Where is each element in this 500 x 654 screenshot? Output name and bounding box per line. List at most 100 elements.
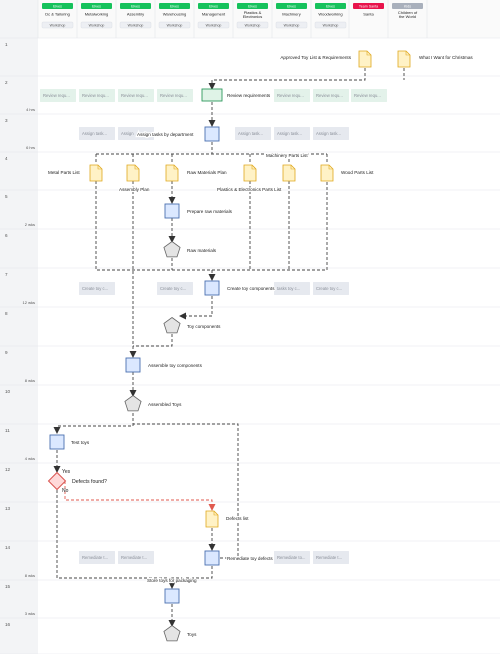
lane-tag-text: Elves bbox=[92, 5, 101, 9]
shared-activity[interactable]: Create toy c... bbox=[313, 282, 349, 295]
document-label: Metal Parts List bbox=[48, 170, 80, 175]
shared-activity[interactable]: Review requ... bbox=[274, 89, 310, 102]
lane-role: Workshop bbox=[50, 23, 66, 27]
task-remediate-toy-defects[interactable]: Remediate toy defects bbox=[204, 550, 275, 566]
shared-activity[interactable]: Review requ... bbox=[351, 89, 387, 102]
shared-activity-label: Remediate t... bbox=[121, 555, 147, 560]
output-shape bbox=[163, 625, 181, 642]
task-label: Remediate toy defects bbox=[227, 556, 273, 561]
doc-plastics-parts[interactable]: Plastics & Electronics Parts List bbox=[216, 164, 283, 193]
task-create-toy-components[interactable]: Create toy components bbox=[204, 280, 276, 296]
shared-activity-box bbox=[351, 89, 387, 102]
step-number: 13 bbox=[5, 506, 11, 511]
doc-approved-toy-list[interactable]: Approved Toy List & Requirements bbox=[279, 50, 372, 68]
task-box bbox=[201, 88, 223, 102]
task-assign-by-department[interactable]: Assign tasks by department bbox=[136, 126, 220, 142]
doc-christmas-wish[interactable]: What I Want for Christmas bbox=[397, 50, 474, 68]
doc-metal-parts[interactable]: Metal Parts List bbox=[47, 164, 103, 182]
shared-activity[interactable]: Review requ... bbox=[157, 89, 193, 102]
document-icon bbox=[358, 50, 372, 68]
lane-role: Workshop bbox=[323, 23, 339, 27]
step-duration: 12 wks bbox=[23, 300, 35, 305]
connector-yes-to-store bbox=[56, 490, 176, 589]
lane-name: the World bbox=[399, 14, 416, 19]
doc-machinery-parts[interactable]: Machinery Parts List bbox=[265, 152, 309, 182]
shared-activity[interactable]: Assign task... bbox=[79, 127, 115, 140]
lane-name: Plastics & bbox=[244, 10, 262, 15]
shared-activity-box bbox=[79, 89, 115, 102]
doc-assembly-plan[interactable]: Assembly Plan bbox=[118, 164, 151, 193]
lane-role-chip bbox=[314, 21, 347, 29]
shared-activity[interactable]: Remediate t... bbox=[79, 551, 115, 564]
connector-remediate-to-store bbox=[172, 566, 213, 579]
task-review-requirements[interactable]: Review requirements bbox=[201, 88, 272, 102]
doc-raw-materials-plan[interactable]: Raw Materials Plan bbox=[165, 164, 228, 182]
doc-wood-parts[interactable]: Wood Parts List bbox=[320, 164, 375, 182]
lane-tag bbox=[159, 3, 190, 9]
output-label: Assembled Toys bbox=[148, 402, 182, 407]
shared-activity-box bbox=[157, 89, 193, 102]
shared-activity[interactable]: Create toy c... bbox=[157, 282, 193, 295]
doc-defects-list[interactable]: Defects list bbox=[205, 510, 250, 528]
shared-activity[interactable]: Review requ... bbox=[313, 89, 349, 102]
shared-activity-box bbox=[313, 282, 349, 295]
shared-activity[interactable]: Assign bbox=[118, 127, 154, 140]
output-toys[interactable]: Toys bbox=[163, 625, 197, 642]
shared-activity-box bbox=[157, 282, 193, 295]
output-assembled-toys[interactable]: Assembled Toys bbox=[124, 395, 182, 412]
lane-name: Woodworking bbox=[318, 12, 342, 17]
shared-activity[interactable]: Remediate t... bbox=[313, 551, 349, 564]
decision-defects[interactable]: Defects found? Yes No bbox=[47, 469, 107, 494]
decision-no-label: No bbox=[62, 488, 69, 494]
task-box bbox=[164, 203, 180, 219]
step-number: 3 bbox=[5, 118, 8, 123]
output-toy-components[interactable]: Toy components bbox=[163, 317, 221, 334]
shared-activity[interactable]: Assign task... bbox=[235, 127, 271, 140]
lane-tag-text: Elves bbox=[287, 5, 296, 9]
step-number: 15 bbox=[5, 584, 11, 589]
task-box bbox=[49, 434, 65, 450]
shared-activity[interactable]: Create toy c... bbox=[79, 282, 115, 295]
task-store-toys[interactable]: Store toys for packaging bbox=[146, 577, 198, 604]
document-fold bbox=[328, 165, 333, 170]
shared-activity[interactable]: Remediate to... bbox=[274, 551, 310, 564]
document-fold bbox=[251, 165, 256, 170]
shared-activity-label: Remediate t... bbox=[316, 555, 342, 560]
output-label: Toys bbox=[187, 632, 197, 637]
document-label: Approved Toy List & Requirements bbox=[280, 55, 351, 60]
shared-activity-label: Review requ... bbox=[121, 93, 148, 98]
shared-activity[interactable]: Review requ... bbox=[118, 89, 154, 102]
task-assemble-toy-components[interactable]: Assemble toy components bbox=[125, 357, 204, 373]
shared-activity[interactable]: Review requ... bbox=[40, 89, 76, 102]
shared-activity[interactable]: Review requ... bbox=[79, 89, 115, 102]
lane-name: Machinery bbox=[282, 12, 300, 17]
shared-activity-label: Create toy c... bbox=[82, 286, 108, 291]
document-icon bbox=[320, 164, 334, 182]
lane-role-chip bbox=[158, 21, 191, 29]
shared-activity[interactable]: Remediate t... bbox=[118, 551, 154, 564]
decision-diamond[interactable] bbox=[47, 471, 67, 491]
shared-activity-box bbox=[40, 89, 76, 102]
lane-tag-text: Elves bbox=[248, 5, 257, 9]
lane-tag bbox=[120, 3, 151, 9]
document-fold bbox=[134, 165, 139, 170]
shared-activity-label: Assign task... bbox=[82, 131, 107, 136]
lane-name: Warehousing bbox=[163, 12, 186, 17]
task-test-toys[interactable]: Test toys bbox=[49, 434, 91, 450]
connectors bbox=[53, 68, 405, 627]
shared-activity[interactable]: Assign task... bbox=[274, 127, 310, 140]
shared-activity[interactable]: tasks toy c... bbox=[274, 282, 310, 295]
shared-activity[interactable]: Assign task... bbox=[313, 127, 349, 140]
task-prepare-raw-materials[interactable]: Prepare raw materials bbox=[164, 203, 234, 219]
output-raw-materials[interactable]: Raw materials bbox=[163, 241, 217, 258]
